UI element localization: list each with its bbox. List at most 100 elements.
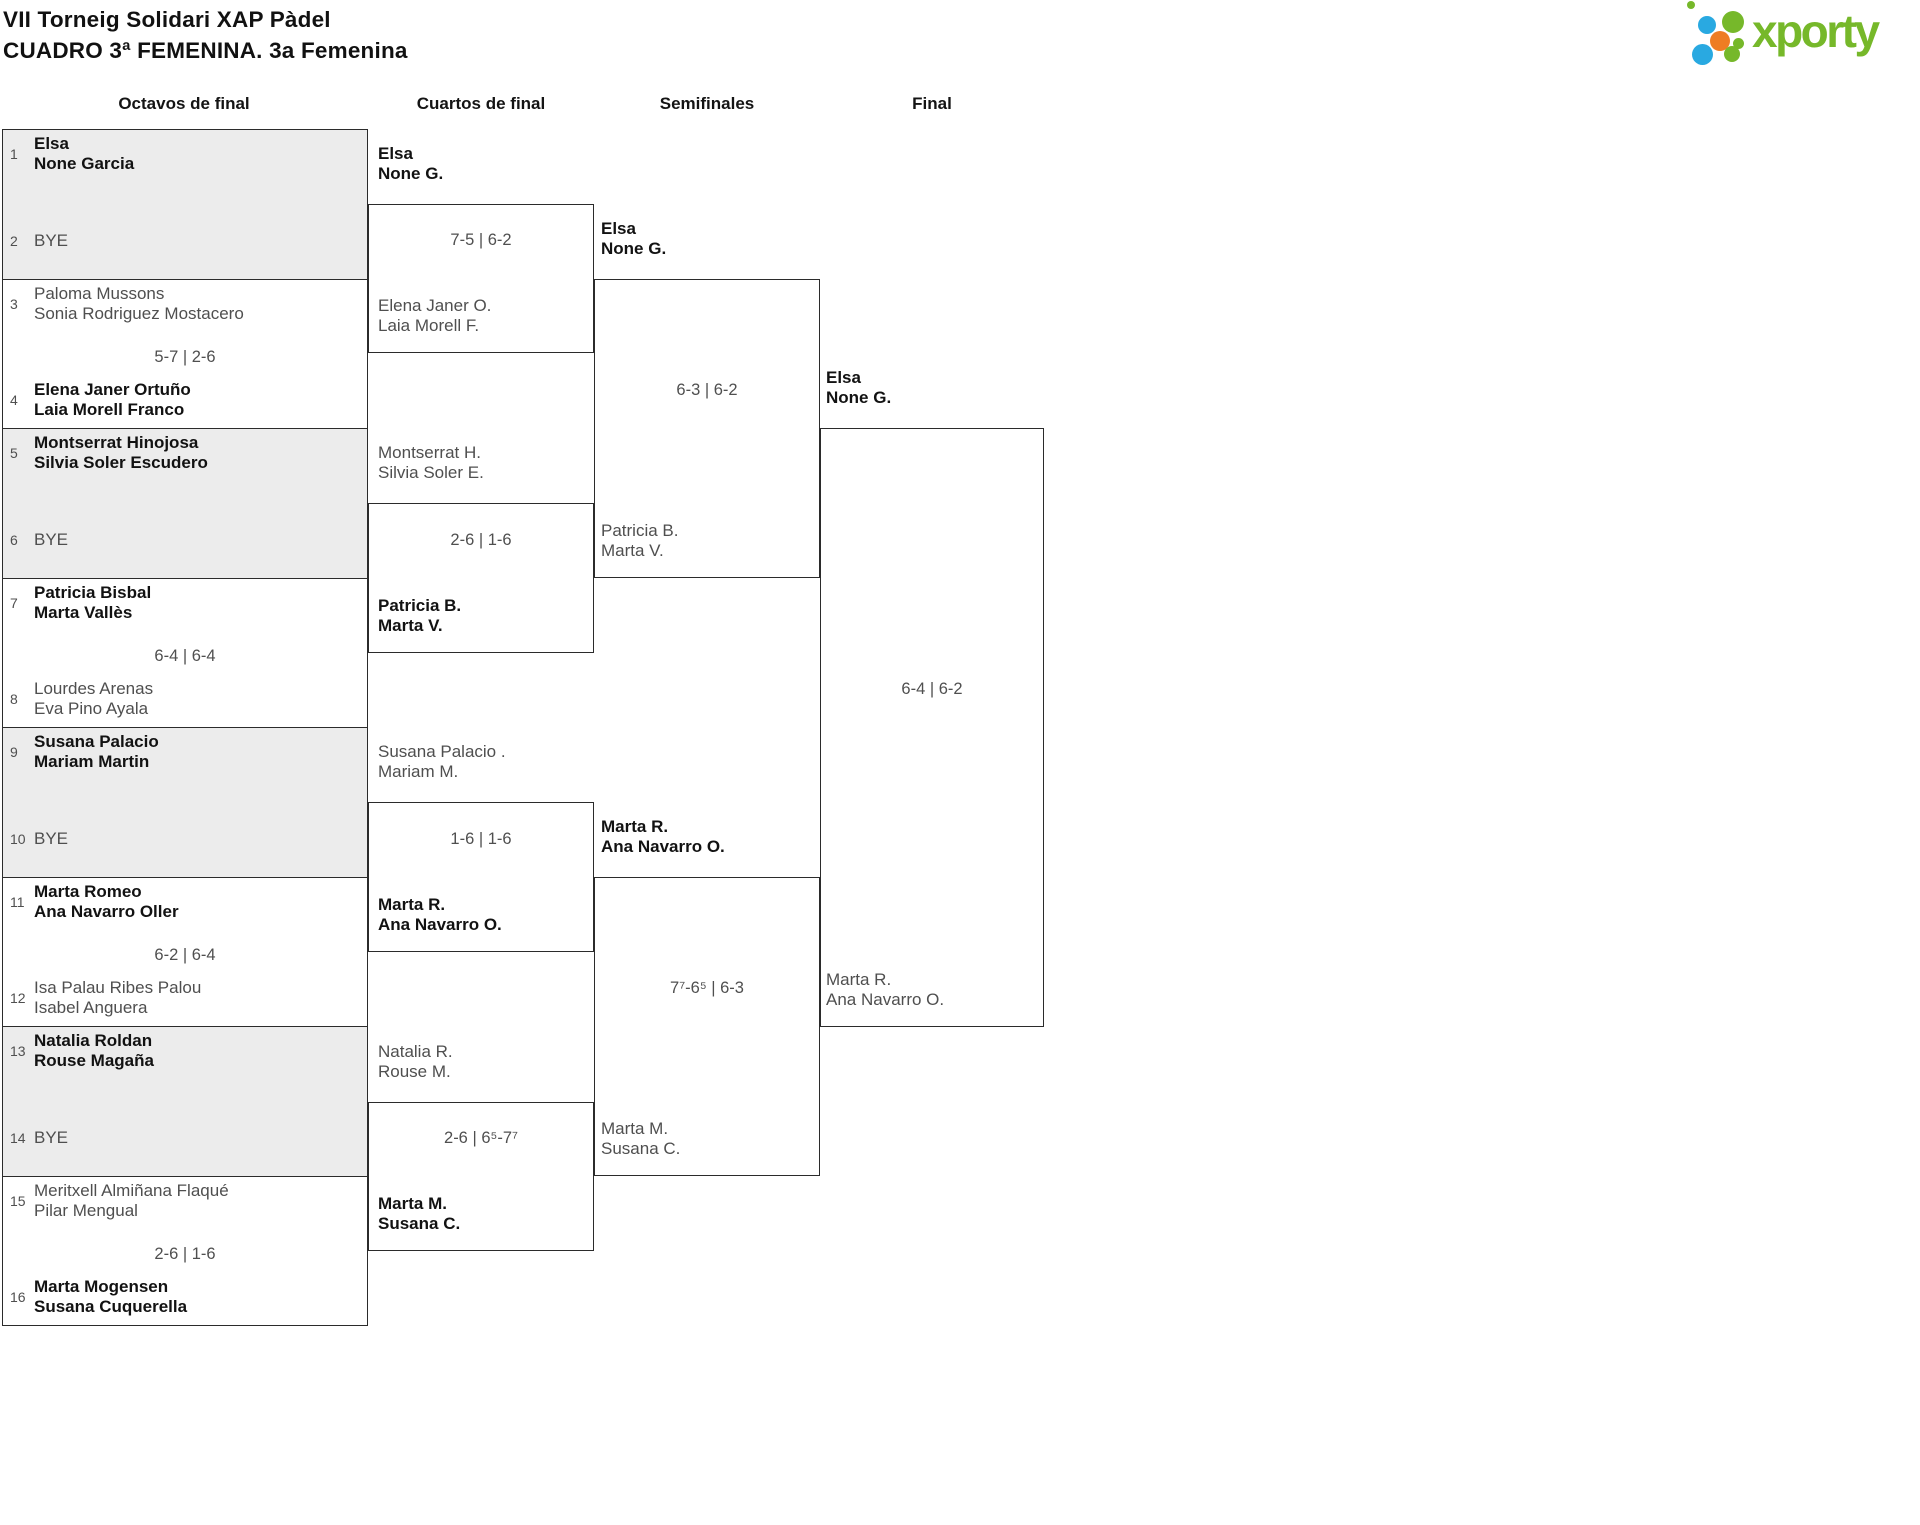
team-name: Marta R. xyxy=(378,895,446,914)
logo-dot-green-small-top xyxy=(1686,0,1695,9)
match-box-sf-2 xyxy=(594,877,820,1176)
qf2-top-team: Montserrat H. Silvia Soler E. xyxy=(378,443,484,483)
qf1-bottom-team: Elena Janer O. Laia Morell F. xyxy=(378,296,491,336)
bracket-entry-seed4: 4 Elena Janer Ortuño Laia Morell Franco xyxy=(10,380,363,420)
sf1-top-team: Elsa None G. xyxy=(601,219,666,259)
team-name: Meritxell Almiñana Flaqué xyxy=(34,1181,229,1200)
seed-number: 1 xyxy=(10,146,18,162)
team-name: Pilar Mengual xyxy=(34,1201,138,1220)
seed-number: 12 xyxy=(10,990,26,1006)
match-box-qf-3 xyxy=(368,802,594,952)
logo-dot-green-bottom xyxy=(1724,45,1740,62)
seed-number: 15 xyxy=(10,1193,26,1209)
team-name: Susana Palacio . xyxy=(378,742,506,761)
bracket-entry-seed13: 13 Natalia Roldan Rouse Magaña xyxy=(10,1031,363,1071)
seed-number: 2 xyxy=(10,233,18,249)
team-name: Marta R. xyxy=(601,817,669,836)
seed-number: 9 xyxy=(10,744,18,760)
team-name: None G. xyxy=(601,239,667,258)
match-score: 6-4 | 6-4 xyxy=(154,647,216,665)
bracket-entry-seed1: 1 Elsa None Garcia xyxy=(10,134,363,174)
team-name: Patricia Bisbal xyxy=(34,583,152,602)
match-box-r16-7: 13 Natalia Roldan Rouse Magaña 14 BYE xyxy=(2,1026,368,1176)
bracket-entry-seed5: 5 Montserrat Hinojosa Silvia Soler Escud… xyxy=(10,433,363,473)
team-name: BYE xyxy=(34,1128,69,1147)
match-score: 5-7 | 2-6 xyxy=(154,348,216,366)
team-name: Marta Mogensen xyxy=(34,1277,169,1296)
team-name: Marta M. xyxy=(601,1119,669,1138)
match-box-r16-1: 1 Elsa None Garcia 2 BYE xyxy=(2,129,368,279)
team-name: Elena Janer O. xyxy=(378,296,492,315)
bracket-entry-seed10: 10 BYE xyxy=(10,829,363,869)
match-box-r16-5: 9 Susana Palacio Mariam Martin 10 BYE xyxy=(2,727,368,877)
team-name: Marta R. xyxy=(826,970,892,989)
team-name: Patricia B. xyxy=(601,521,679,540)
sf1-score: 6-3 | 6-2 xyxy=(676,381,738,399)
bracket-entry-seed12: 12 Isa Palau Ribes Palou Isabel Anguera xyxy=(10,978,363,1018)
logo-dot-green-small-mid xyxy=(1732,37,1744,49)
seed-number: 13 xyxy=(10,1043,26,1059)
bracket-entry-seed7: 7 Patricia Bisbal Marta Vallès xyxy=(10,583,363,623)
team-name: BYE xyxy=(34,530,69,549)
round-header-semifinales: Semifinales xyxy=(659,94,755,113)
team-name: Montserrat Hinojosa xyxy=(34,433,199,452)
team-name: Elsa xyxy=(826,368,861,387)
team-name: Susana C. xyxy=(378,1214,461,1233)
qf1-top-team: Elsa None G. xyxy=(378,144,443,184)
match-box-qf-1 xyxy=(368,204,594,353)
bracket-entry-seed15: 15 Meritxell Almiñana Flaqué Pilar Mengu… xyxy=(10,1181,363,1221)
team-name: Mariam Martin xyxy=(34,752,150,771)
match-box-final xyxy=(820,428,1044,1027)
seed-number: 14 xyxy=(10,1130,26,1146)
page-title: VII Torneig Solidari XAP Pàdel CUADRO 3ª… xyxy=(3,4,408,66)
tournament-title: VII Torneig Solidari XAP Pàdel xyxy=(3,7,331,32)
sf1-bottom-team: Patricia B. Marta V. xyxy=(601,521,678,561)
sf2-score: 7⁷-6⁵ | 6-3 xyxy=(670,979,744,997)
seed-number: 16 xyxy=(10,1289,26,1305)
team-name: Mariam M. xyxy=(378,762,459,781)
qf4-top-team: Natalia R. Rouse M. xyxy=(378,1042,453,1082)
team-name: Isabel Anguera xyxy=(34,998,148,1017)
match-box-r16-4: 7 Patricia Bisbal Marta Vallès 6-4 | 6-4… xyxy=(2,578,368,727)
logo-wordmark: xporty xyxy=(1752,5,1880,57)
match-score: 2-6 | 1-6 xyxy=(154,1245,216,1263)
team-name: Isa Palau Ribes Palou xyxy=(34,978,202,997)
round-header-octavos: Octavos de final xyxy=(118,94,250,113)
team-name: Ana Navarro O. xyxy=(601,837,725,856)
team-name: Ana Navarro O. xyxy=(378,915,502,934)
team-name: Natalia Roldan xyxy=(34,1031,153,1050)
team-name: Susana Cuquerella xyxy=(34,1297,188,1316)
team-name: Susana Palacio xyxy=(34,732,159,751)
qf3-score: 1-6 | 1-6 xyxy=(450,830,512,848)
bracket-entry-seed14: 14 BYE xyxy=(10,1128,363,1168)
team-name: Montserrat H. xyxy=(378,443,481,462)
round-header-cuartos: Cuartos de final xyxy=(416,94,546,113)
match-box-r16-2: 3 Paloma Mussons Sonia Rodriguez Mostace… xyxy=(2,279,368,428)
qf1-score: 7-5 | 6-2 xyxy=(450,231,512,249)
team-name: Paloma Mussons xyxy=(34,284,165,303)
team-name: Marta M. xyxy=(378,1194,447,1213)
team-name: None G. xyxy=(378,164,444,183)
team-name: Elena Janer Ortuño xyxy=(34,380,191,399)
logo-dot-blue-top xyxy=(1698,16,1716,34)
team-name: Marta Romeo xyxy=(34,882,142,901)
final-score: 6-4 | 6-2 xyxy=(901,680,963,698)
match-box-qf-4 xyxy=(368,1102,594,1251)
match-box-r16-8: 15 Meritxell Almiñana Flaqué Pilar Mengu… xyxy=(2,1176,368,1326)
team-name: None Garcia xyxy=(34,154,135,173)
bracket-entry-seed3: 3 Paloma Mussons Sonia Rodriguez Mostace… xyxy=(10,284,363,324)
seed-number: 4 xyxy=(10,392,18,408)
team-name: Elsa xyxy=(34,134,69,153)
qf2-bottom-team: Patricia B. Marta V. xyxy=(378,596,461,636)
team-name: Marta V. xyxy=(378,616,443,635)
match-box-r16-6: 11 Marta Romeo Ana Navarro Oller 6-2 | 6… xyxy=(2,877,368,1026)
team-name: Silvia Soler E. xyxy=(378,463,484,482)
qf3-bottom-team: Marta R. Ana Navarro O. xyxy=(378,895,502,935)
bracket-entry-seed8: 8 Lourdes Arenas Eva Pino Ayala xyxy=(10,679,363,719)
logo-dot-orange xyxy=(1709,30,1730,51)
sf2-bottom-team: Marta M. Susana C. xyxy=(601,1119,680,1159)
seed-number: 11 xyxy=(10,894,25,910)
team-name: Natalia R. xyxy=(378,1042,453,1061)
round-header-final: Final xyxy=(912,94,952,113)
